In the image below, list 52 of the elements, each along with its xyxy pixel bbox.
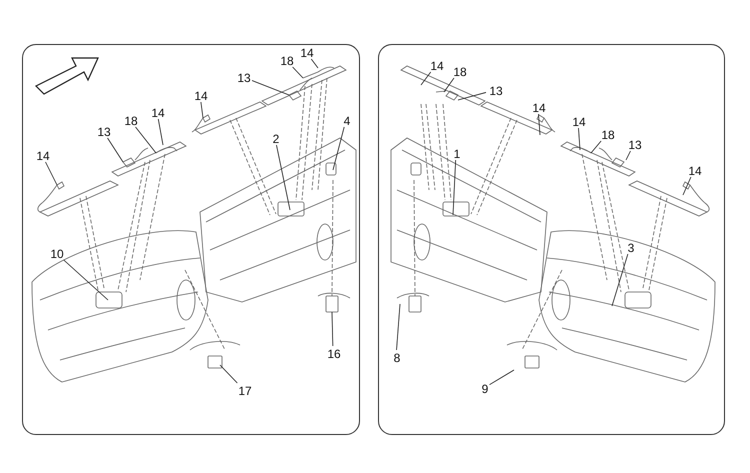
callout-number: 14	[151, 106, 165, 120]
leader-line	[292, 66, 304, 78]
callout-number: 14	[430, 59, 444, 73]
callout-number: 14	[36, 149, 50, 163]
parts-panel	[22, 44, 360, 435]
leader-line	[578, 128, 580, 150]
leader-line	[396, 304, 400, 350]
leader-line	[612, 254, 628, 306]
leader-line	[538, 114, 540, 136]
leader-line	[135, 126, 156, 154]
callout-number: 1	[454, 147, 460, 161]
callout-number: 18	[601, 128, 615, 142]
leader-line	[420, 72, 432, 86]
leader-line	[220, 364, 238, 384]
leader-line	[444, 78, 454, 92]
leader-line	[332, 312, 334, 346]
callout-number: 14	[300, 46, 314, 60]
leader-line	[45, 162, 58, 186]
leader-line	[276, 144, 290, 210]
callout-number: 2	[272, 132, 280, 146]
leader-line	[200, 102, 204, 118]
callout-number: 8	[394, 351, 400, 365]
leader-line	[252, 80, 290, 96]
callout-number: 17	[238, 384, 252, 398]
callout-number: 9	[482, 382, 488, 396]
leader-line	[590, 140, 602, 154]
leader-line	[332, 126, 345, 170]
leader-line	[682, 176, 692, 196]
leader-line	[158, 118, 164, 146]
leader-line	[107, 138, 124, 162]
callout-number: 14	[194, 89, 208, 103]
leader-line	[310, 58, 318, 68]
callout-number: 16	[327, 347, 341, 361]
callout-number: 18	[280, 54, 294, 68]
leader-line	[452, 160, 456, 216]
callout-number: 14	[532, 101, 546, 115]
callout-number: 13	[489, 84, 503, 98]
parts-panel	[378, 44, 725, 435]
callout-number: 14	[688, 164, 702, 178]
callout-number: 14	[572, 115, 586, 129]
callout-number: 13	[97, 125, 111, 139]
callout-number: 10	[50, 247, 64, 261]
leader-line	[63, 260, 108, 300]
callout-number: 4	[344, 114, 350, 128]
callout-number: 3	[628, 241, 634, 255]
callout-number: 18	[124, 114, 138, 128]
callout-number: 13	[628, 138, 642, 152]
callout-number: 13	[237, 71, 251, 85]
leader-line	[626, 150, 631, 160]
callout-number: 18	[453, 65, 467, 79]
leader-line	[458, 92, 486, 100]
leader-line	[489, 370, 514, 386]
